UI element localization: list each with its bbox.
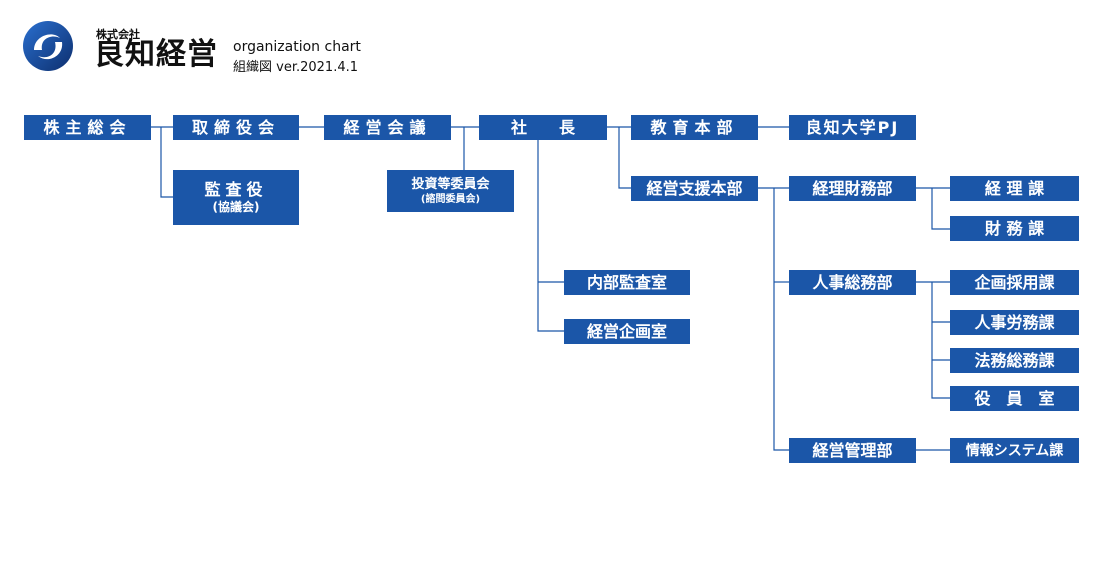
node-label: 経理財務部 xyxy=(812,178,893,198)
node-sublabel: (協議会) xyxy=(212,199,260,214)
node-recruitment-section: 企画採用課 xyxy=(950,270,1079,295)
node-label: 経営会議 xyxy=(343,117,432,137)
node-label: 投資等委員会 xyxy=(411,176,490,192)
node-accounting-section: 経 理 課 xyxy=(950,176,1079,201)
node-label: 取締役会 xyxy=(191,117,280,137)
brand-small-text: 株式会社 xyxy=(96,28,140,41)
node-label: 内部監査室 xyxy=(586,272,667,292)
node-sublabel: (諮問委員会) xyxy=(420,193,481,205)
node-hr-general-affairs-dept: 人事総務部 xyxy=(789,270,916,295)
node-label: 企画採用課 xyxy=(974,272,1055,292)
node-university-project: 良知大学PJ xyxy=(789,115,916,140)
node-label: 株主総会 xyxy=(43,117,132,137)
node-label: 法務総務課 xyxy=(974,350,1055,370)
node-executive-office: 役 員 室 xyxy=(950,386,1079,411)
node-label: 良知大学PJ xyxy=(805,117,900,137)
brand-name: 良知経営 xyxy=(94,37,218,72)
node-it-section: 情報システム課 xyxy=(950,438,1079,463)
node-president: 社 長 xyxy=(479,115,607,140)
node-management-meeting: 経営会議 xyxy=(324,115,451,140)
node-label: 監査役 xyxy=(204,179,268,199)
node-investment-committee: 投資等委員会 (諮問委員会) xyxy=(387,170,514,212)
chart-version: 組織図 ver.2021.4.1 xyxy=(233,60,358,75)
node-label: 社 長 xyxy=(510,117,575,137)
node-auditor: 監査役 (協議会) xyxy=(173,170,299,225)
node-internal-audit: 内部監査室 xyxy=(564,270,690,295)
node-shareholders-meeting: 株主総会 xyxy=(24,115,151,140)
node-board-of-directors: 取締役会 xyxy=(173,115,299,140)
node-label: 人事労務課 xyxy=(974,312,1055,332)
node-labor-section: 人事労務課 xyxy=(950,310,1079,335)
node-management-admin-dept: 経営管理部 xyxy=(789,438,916,463)
node-corporate-planning: 経営企画室 xyxy=(564,319,690,344)
node-label: 経営支援本部 xyxy=(646,178,743,198)
chart-subtitle: organization chart xyxy=(233,39,361,55)
node-label: 経営管理部 xyxy=(812,440,893,460)
node-label: 教育本部 xyxy=(650,117,739,137)
company-logo xyxy=(23,21,73,71)
node-label: 財 務 課 xyxy=(984,218,1045,238)
node-label: 経営企画室 xyxy=(586,321,667,341)
node-legal-section: 法務総務課 xyxy=(950,348,1079,373)
node-management-support-division: 経営支援本部 xyxy=(631,176,758,201)
node-education-division: 教育本部 xyxy=(631,115,758,140)
node-label: 経 理 課 xyxy=(984,178,1045,198)
node-finance-section: 財 務 課 xyxy=(950,216,1079,241)
node-label: 人事総務部 xyxy=(812,272,893,292)
node-accounting-finance-dept: 経理財務部 xyxy=(789,176,916,201)
node-label: 情報システム課 xyxy=(965,442,1064,459)
node-label: 役 員 室 xyxy=(974,388,1055,408)
